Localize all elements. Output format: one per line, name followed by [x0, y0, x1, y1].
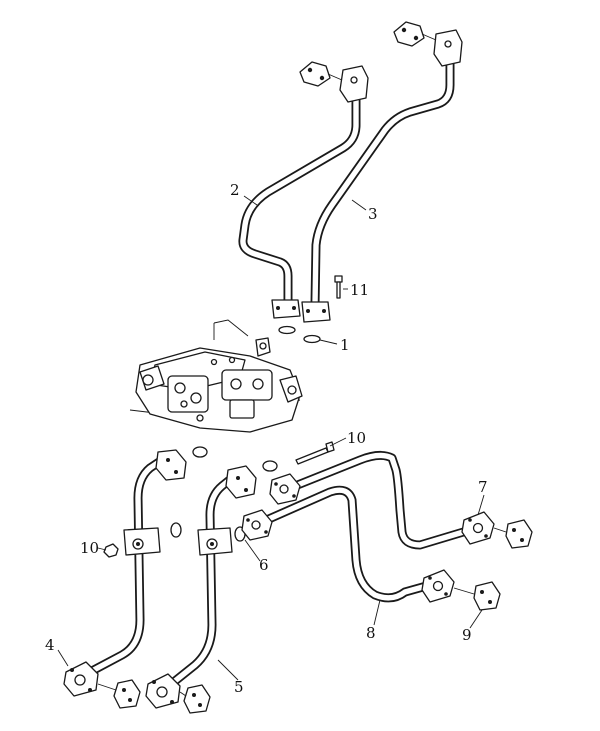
callout-6: 6 [259, 556, 269, 574]
callout-5: 5 [234, 678, 244, 696]
split-flange-4 [97, 679, 141, 709]
bolt-10 [295, 441, 335, 465]
pipe-8-valve-flange [241, 509, 273, 541]
pipe-3-elbow-fitting [433, 29, 463, 67]
o-ring-4 [192, 446, 208, 458]
flange-8 [421, 569, 455, 603]
split-flange-9 [453, 581, 501, 611]
pipe-5-top-flange [225, 465, 257, 499]
o-ring-5 [262, 460, 278, 472]
split-flange-7 [493, 519, 533, 549]
pipe-4-top-flange [155, 449, 187, 481]
callout-1: 1 [340, 336, 350, 354]
split-flange-top-right [393, 21, 437, 47]
flange-5 [145, 673, 181, 709]
pipe-2-bottom-flange [271, 299, 301, 319]
o-ring-1b [303, 334, 321, 344]
pipe-3-bottom-flange [301, 301, 331, 323]
pipe-clamp-right [197, 527, 233, 556]
callout-labels: 2 3 1 11 10 10 4 5 6 7 8 9 [45, 181, 488, 696]
flange-4 [63, 661, 99, 697]
pipe-7-valve-flange [269, 473, 301, 505]
pipe-2 [238, 90, 361, 310]
pipe-7 [285, 450, 475, 550]
nut-10 [103, 543, 119, 558]
callout-10-lower: 10 [80, 539, 99, 557]
pipe-clamp-left [123, 527, 161, 556]
callout-8: 8 [366, 624, 376, 642]
pipe-3 [310, 55, 455, 310]
leader-lines [57, 195, 485, 681]
pipe-5 [165, 473, 237, 690]
flange-7 [461, 511, 495, 545]
callout-3: 3 [368, 205, 378, 223]
pipe-2-elbow-fitting [339, 65, 369, 103]
control-valve-block [129, 319, 303, 433]
bolt-11 [334, 275, 343, 299]
callout-2: 2 [230, 181, 240, 199]
callout-11: 11 [350, 281, 369, 299]
callout-10-upper: 10 [347, 429, 366, 447]
o-ring-1a [278, 325, 296, 335]
callout-9: 9 [462, 626, 472, 644]
callout-4: 4 [45, 636, 55, 654]
split-flange-top-left [299, 61, 343, 87]
pipe-8 [257, 485, 435, 603]
o-ring-6a [170, 522, 182, 538]
pipe-4 [85, 455, 167, 677]
callout-7: 7 [478, 478, 488, 496]
split-flange-5 [179, 684, 211, 714]
